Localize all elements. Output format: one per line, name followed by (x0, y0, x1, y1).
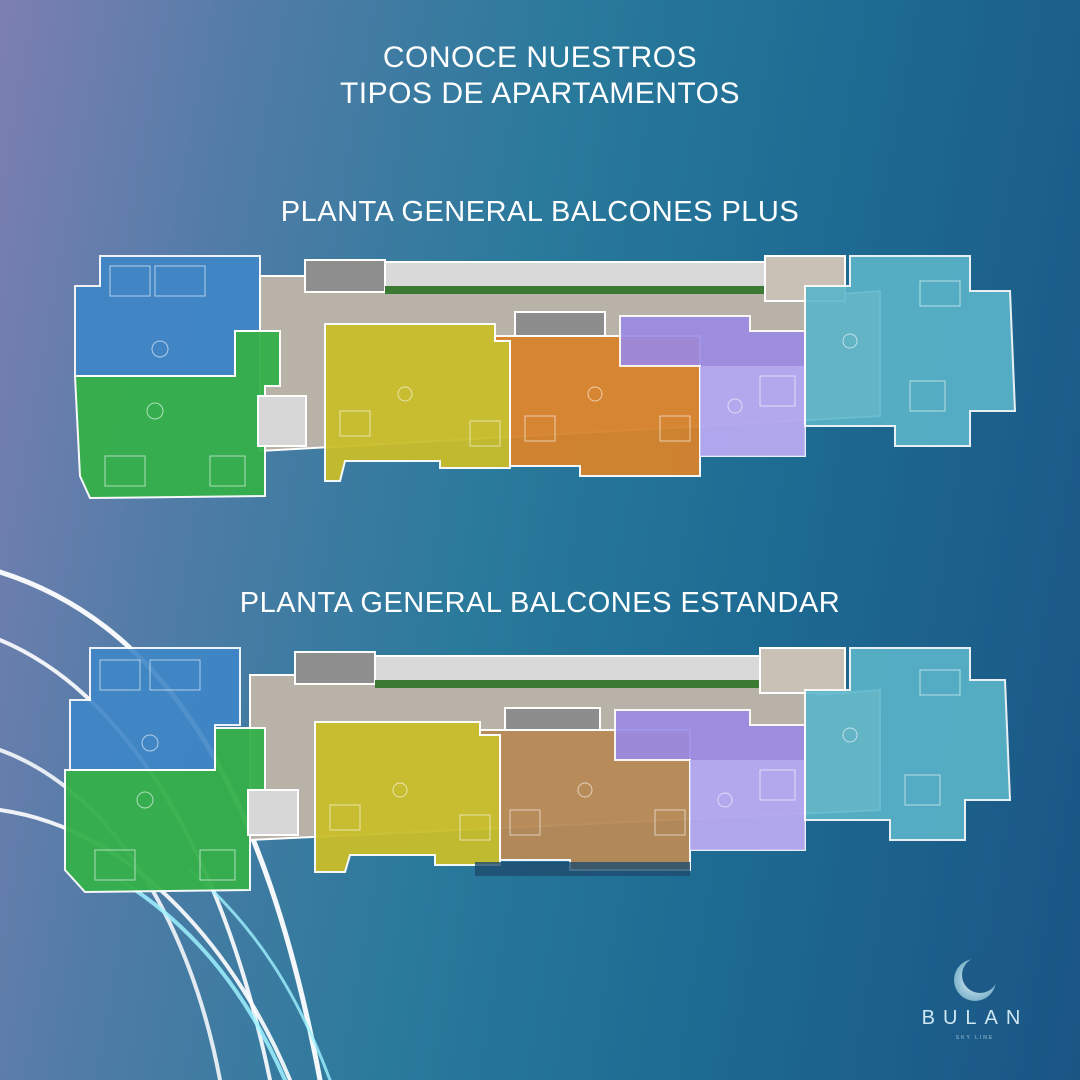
brand-logo: BULAN SKY LINE (910, 955, 1040, 1055)
unit-cyan[interactable] (804, 647, 1012, 841)
plan-std-title: PLANTA GENERAL BALCONES ESTANDAR (239, 587, 841, 619)
plan-plus-title: PLANTA GENERAL BALCONES PLUS (280, 196, 800, 228)
intro-line-1: CONOCE NUESTROS (382, 41, 698, 74)
planter (385, 286, 765, 294)
brand-name: BULAN (921, 1007, 1029, 1029)
floor-plan-balcones-plus[interactable] (60, 246, 1020, 506)
intro-heading: CONOCE NUESTROS TIPOS DE APARTAMENTOS (0, 40, 1080, 112)
floor-plan-balcones-estandar[interactable] (60, 640, 1020, 900)
balcony-shadow (475, 862, 690, 876)
crescent-moon-icon (954, 957, 998, 1001)
top-service-block (294, 651, 376, 685)
unit-cyan[interactable] (804, 255, 1017, 447)
unit-blue[interactable] (74, 255, 261, 377)
brand-tagline: SKY LINE (955, 1035, 995, 1041)
unit-yellow[interactable] (324, 323, 511, 482)
unit-orange-top (514, 311, 606, 337)
stair-block-left (257, 395, 307, 447)
unit-yellow[interactable] (314, 721, 501, 873)
top-terrace-strip (384, 261, 766, 289)
top-terrace-strip (374, 655, 761, 683)
unit-tan-top (504, 707, 601, 731)
unit-purple-bedroom (690, 760, 805, 850)
stair-block-left (247, 789, 299, 836)
unit-purple-bedroom (700, 366, 805, 456)
top-service-block (304, 259, 386, 293)
stair-block-right (759, 647, 846, 694)
planter (375, 680, 760, 688)
intro-line-2: TIPOS DE APARTAMENTOS (339, 77, 741, 110)
